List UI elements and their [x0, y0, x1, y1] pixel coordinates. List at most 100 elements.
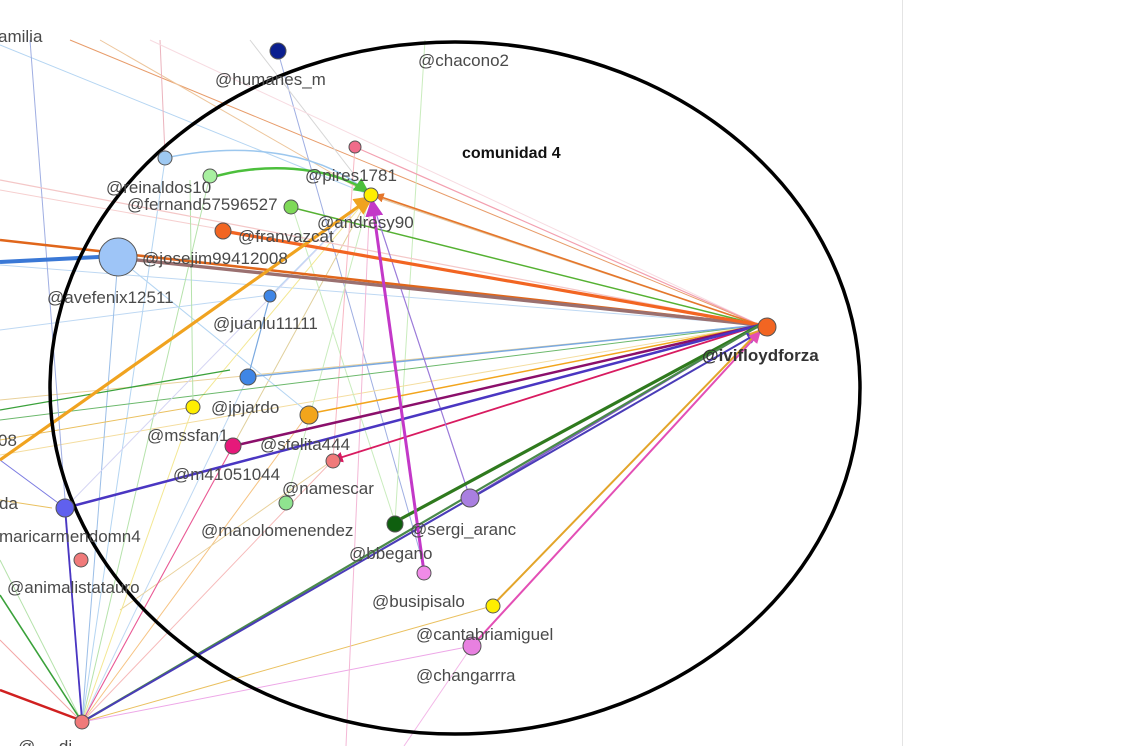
- node-maricarmen[interactable]: [55, 498, 75, 518]
- node-pink-top[interactable]: [348, 140, 362, 154]
- nodes: [55, 42, 777, 730]
- edge: [117, 256, 761, 327]
- label-animalista: @animalistatauro: [7, 578, 140, 597]
- label-trunc-bottom: @ ... di...: [18, 737, 86, 746]
- label-franvazcat: @franvazcat: [238, 227, 334, 246]
- node-josejim[interactable]: [98, 237, 138, 277]
- edge: [0, 264, 761, 326]
- label-jpjardo: @jpjardo: [211, 398, 279, 417]
- edge: [491, 329, 761, 607]
- label-mssfan: @mssfan1: [147, 426, 229, 445]
- label-trunc-da: da: [0, 494, 18, 513]
- node-bottom-hub[interactable]: [74, 714, 90, 730]
- label-humanes: @humanes_m: [215, 70, 326, 89]
- edge: [249, 39, 371, 196]
- edge: [81, 332, 760, 723]
- edge: [81, 376, 249, 723]
- node-m41051044[interactable]: [325, 453, 341, 469]
- edge: [0, 559, 83, 723]
- edge: [81, 413, 309, 723]
- node-ivifloyd[interactable]: [757, 317, 777, 337]
- node-animalista[interactable]: [73, 552, 89, 568]
- edge: [369, 194, 471, 499]
- node-sergi[interactable]: [460, 488, 480, 508]
- edge: [0, 688, 81, 722]
- node-humanes[interactable]: [269, 42, 287, 60]
- edge: [394, 323, 761, 524]
- label-stelita: @stelita444: [260, 435, 350, 454]
- node-avefenix-blue[interactable]: [239, 368, 257, 386]
- edge: [471, 331, 761, 647]
- node-fernand[interactable]: [283, 199, 299, 215]
- edge: [307, 324, 761, 415]
- edge: [119, 459, 334, 611]
- label-fernand: @fernand57596527: [127, 195, 278, 214]
- node-namescar[interactable]: [278, 495, 294, 511]
- edge: [81, 257, 119, 723]
- edge: [345, 194, 371, 746]
- label-busipisalo: @busipisalo: [372, 592, 465, 611]
- edge: [289, 199, 396, 523]
- edge: [81, 645, 473, 723]
- node-juanlu[interactable]: [263, 289, 277, 303]
- node-changarrra[interactable]: [462, 636, 482, 656]
- node-jpjardo[interactable]: [185, 399, 201, 415]
- edge: [0, 406, 194, 441]
- edge: [0, 459, 66, 509]
- edge: [285, 194, 371, 504]
- node-mssfan[interactable]: [224, 437, 242, 455]
- node-pires[interactable]: [363, 187, 379, 203]
- label-namescar: @namescar: [282, 479, 374, 498]
- edge: [0, 369, 231, 411]
- node-reinaldos[interactable]: [157, 150, 173, 166]
- label-maricarmen: maricarmendomn4: [0, 527, 141, 546]
- label-josejim: @josejim99412008: [142, 249, 288, 268]
- label-reinaldos: @reinaldos10: [106, 178, 211, 197]
- label-m41051044: @m41051044: [173, 465, 280, 484]
- edge: [365, 198, 426, 573]
- node-busipisalo[interactable]: [416, 565, 432, 581]
- node-cantabria[interactable]: [485, 598, 501, 614]
- label-cantabria: @cantabriamiguel: [416, 625, 553, 644]
- edge: [332, 146, 356, 461]
- edge: [159, 39, 166, 156]
- edge: [81, 159, 166, 723]
- label-avefenix: @avefenix12511: [47, 288, 174, 307]
- community-ellipse: [48, 40, 862, 736]
- labels: amilia @humanes_m @chacono2 comunidad 4 …: [0, 27, 819, 746]
- label-changarrra: @changarrra: [416, 666, 516, 685]
- community-title: comunidad 4: [462, 145, 561, 162]
- edge: [81, 406, 194, 723]
- edge: [64, 507, 83, 721]
- edge: [289, 206, 761, 326]
- edge: [0, 594, 83, 723]
- node-orange-mid[interactable]: [299, 405, 319, 425]
- label-bbegano: @bbegano: [349, 544, 432, 563]
- node-fernand-top[interactable]: [202, 168, 218, 184]
- edge: [232, 323, 761, 448]
- edge: [81, 605, 493, 723]
- edge: [117, 257, 311, 415]
- label-chacono: @chacono2: [418, 51, 509, 70]
- node-franvazcat[interactable]: [214, 222, 232, 240]
- edge: [209, 167, 370, 194]
- edge: [0, 499, 53, 509]
- thick-edges: [0, 167, 761, 723]
- edge: [0, 195, 374, 462]
- edge: [99, 39, 371, 196]
- edge: [247, 295, 271, 378]
- edge: [0, 254, 119, 264]
- label-juanlu: @juanlu11111: [213, 314, 318, 333]
- node-manolo[interactable]: [386, 515, 404, 533]
- label-manolo: @manolomenendez: [201, 521, 353, 540]
- edge: [0, 639, 83, 723]
- edge: [374, 193, 761, 326]
- edge: [354, 146, 761, 326]
- edge: [0, 324, 761, 421]
- edge: [64, 323, 761, 510]
- label-trunc-top: amilia: [0, 27, 43, 46]
- label-andresy: @andresy90: [317, 213, 414, 232]
- label-ivifloyd: @ivifloydforza: [702, 346, 819, 365]
- edge: [222, 229, 761, 327]
